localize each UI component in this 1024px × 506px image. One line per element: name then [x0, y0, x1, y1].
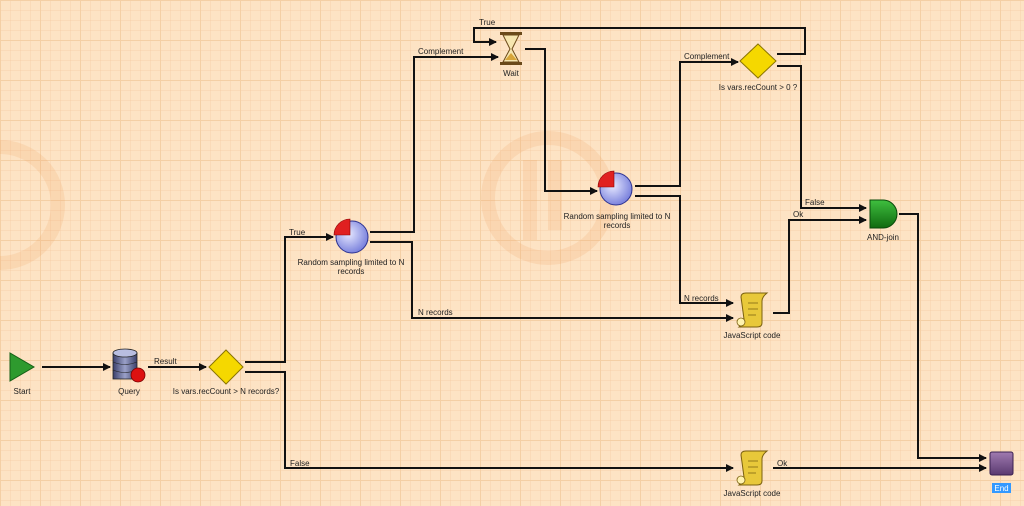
hourglass-icon: [500, 32, 522, 65]
watermark-logo: [0, 131, 615, 270]
end-square-icon: [989, 451, 1014, 476]
start-node[interactable]: Start: [9, 352, 35, 396]
edge-label-n-records-1: N records: [684, 294, 719, 303]
decision-diamond-icon: [208, 349, 244, 385]
script-scroll-icon: [736, 450, 769, 486]
decision-count-label: Is vars.recCount > 0 ?: [719, 83, 798, 92]
sampling-1-label-line1: Random sampling limited to N: [298, 258, 405, 267]
end-node[interactable]: End: [989, 451, 1014, 493]
wait-node[interactable]: Wait: [500, 32, 522, 78]
sampling-1-node[interactable]: Random sampling limited to N records: [298, 218, 405, 276]
edge-label-false-2: False: [805, 198, 825, 207]
pie-chart-icon: [333, 218, 369, 254]
script-scroll-icon: [736, 292, 769, 328]
edge-n-records-1[interactable]: [370, 241, 734, 322]
edge-false-2[interactable]: [777, 65, 867, 212]
sampling-2-label-line1: Random sampling limited to N: [564, 212, 671, 221]
edge-label-complement-2: Complement: [684, 52, 730, 61]
decision-count-node[interactable]: Is vars.recCount > 0 ?: [719, 43, 798, 92]
start-triangle-icon: [9, 352, 35, 382]
end-label-highlight: [992, 483, 1011, 493]
edge-n-records-2[interactable]: [635, 195, 734, 307]
decision-diamond-icon: [739, 43, 777, 79]
database-icon: [112, 348, 146, 383]
decision-records-node[interactable]: Is vars.recCount > N records?: [173, 349, 280, 396]
edge-andjoin-end[interactable]: [899, 213, 987, 462]
js-code-2-label: JavaScript code: [724, 489, 781, 498]
edge-complement-2[interactable]: [635, 58, 739, 187]
query-label: Query: [118, 387, 140, 396]
edge-label-complement-1: Complement: [418, 47, 464, 56]
edge-label-ok-2: Ok: [777, 459, 788, 468]
sampling-2-label-line2: records: [604, 221, 631, 230]
js-code-2-node[interactable]: JavaScript code: [724, 450, 781, 498]
query-node[interactable]: Query: [112, 348, 146, 396]
end-label: End: [994, 484, 1008, 493]
pie-chart-icon: [597, 170, 633, 206]
edge-wait-sampling2[interactable]: [525, 48, 598, 195]
edge-label-true-2: True: [479, 18, 496, 27]
sampling-1-label-line2: records: [338, 267, 365, 276]
js-code-1-node[interactable]: JavaScript code: [724, 292, 781, 340]
edge-label-result: Result: [154, 357, 177, 366]
edge-label-ok-1: Ok: [793, 210, 804, 219]
edge-true-2[interactable]: [473, 27, 806, 55]
edge-label-true-1: True: [289, 228, 306, 237]
js-code-1-label: JavaScript code: [724, 331, 781, 340]
edge-true-1[interactable]: [245, 233, 334, 363]
decision-records-label: Is vars.recCount > N records?: [173, 387, 280, 396]
start-label: Start: [14, 387, 32, 396]
and-gate-icon: [869, 199, 898, 229]
and-join-label: AND-join: [867, 233, 899, 242]
wait-label: Wait: [503, 69, 519, 78]
edge-labels: Result True False Complement True Comple…: [154, 18, 825, 468]
edge-false-1[interactable]: [245, 371, 734, 472]
and-join-node[interactable]: AND-join: [867, 199, 899, 242]
edges: [42, 27, 987, 472]
edge-label-false-1: False: [290, 459, 310, 468]
sampling-2-node[interactable]: Random sampling limited to N records: [564, 170, 671, 230]
edge-label-n-records-2: N records: [418, 308, 453, 317]
edge-complement-1[interactable]: [370, 53, 499, 233]
edge-ok-1[interactable]: [773, 216, 867, 314]
